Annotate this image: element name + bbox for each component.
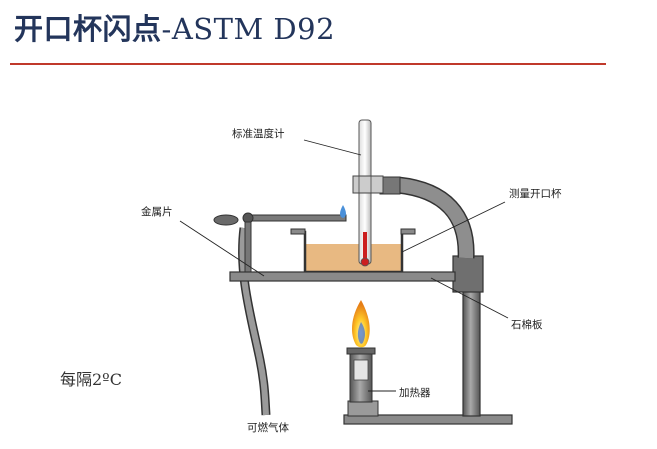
- support-column: [452, 255, 484, 417]
- gas-hose: [238, 227, 271, 416]
- temperature-interval-note: 每隔2ºC: [60, 370, 122, 389]
- stand-base: [343, 414, 513, 425]
- label-metal-strip: 金属片: [141, 205, 173, 218]
- label-heater: 加热器: [399, 386, 431, 399]
- label-asbestos-board: 石棉板: [511, 318, 543, 331]
- curved-arm: [379, 176, 475, 259]
- label-fuel-gas: 可燃气体: [247, 421, 289, 434]
- flame-core-icon: [357, 322, 365, 344]
- droplet-icon: [340, 205, 346, 218]
- leader-lines: [179, 139, 509, 392]
- title-standard: -ASTM D92: [161, 12, 336, 46]
- metal-strip-arm: [213, 212, 347, 278]
- page-title: 开口杯闪点-ASTM D92: [14, 6, 335, 48]
- title-underline: [10, 63, 606, 65]
- burner: [346, 347, 379, 417]
- thermometer: [352, 119, 384, 267]
- title-chinese: 开口杯闪点: [14, 12, 162, 46]
- asbestos-board: [229, 271, 456, 282]
- label-thermometer: 标准温度计: [232, 127, 285, 140]
- label-cup: 测量开口杯: [509, 187, 562, 200]
- open-cup: [290, 228, 416, 274]
